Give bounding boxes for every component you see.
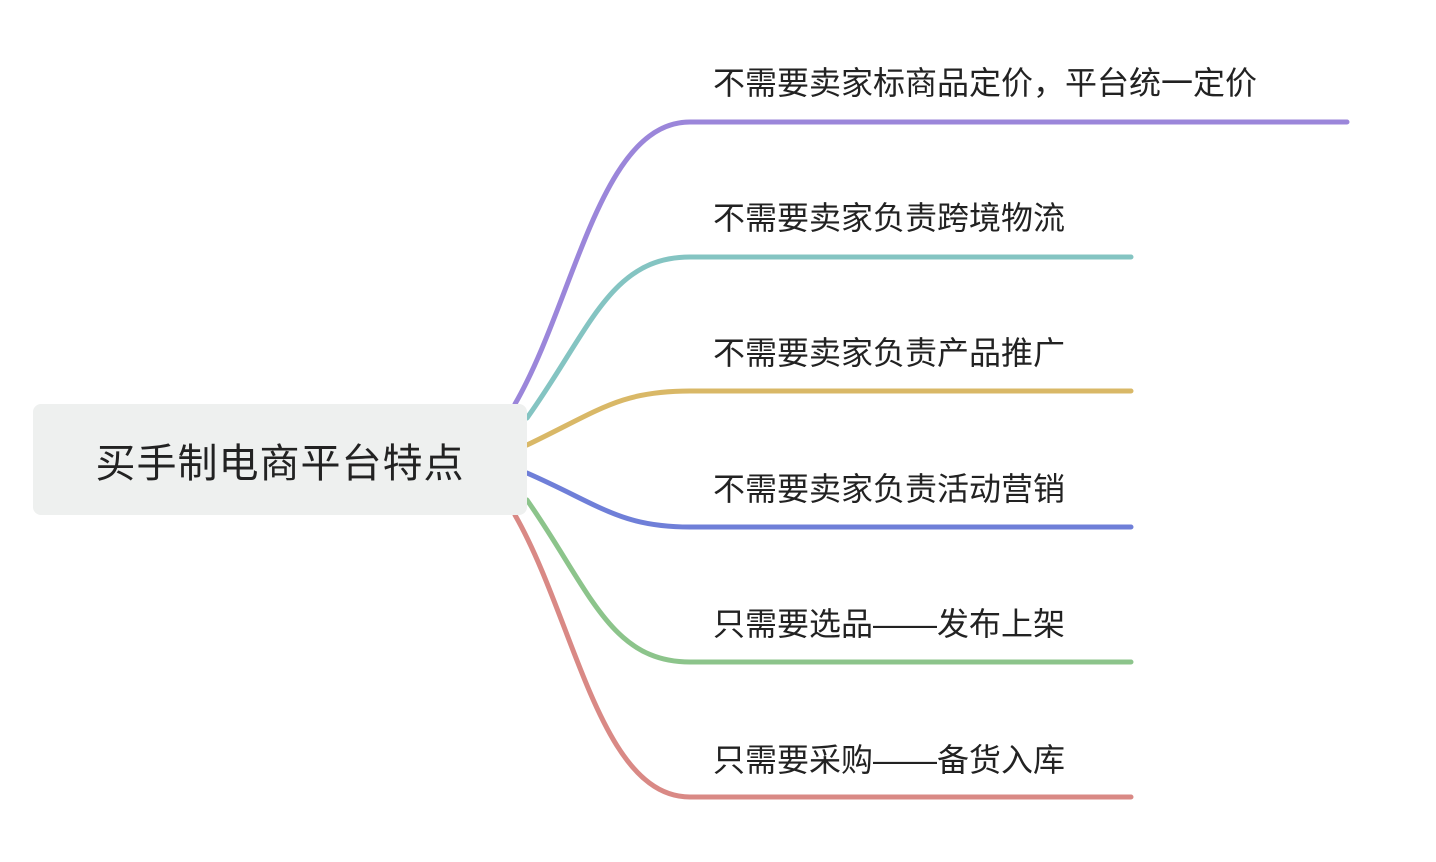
branch-node-1[interactable]: 不需要卖家负责跨境物流	[713, 200, 1066, 236]
branch-line-5	[512, 512, 1134, 800]
branch-node-4[interactable]: 只需要选品——发布上架	[713, 606, 1066, 642]
branch-node-2[interactable]: 不需要卖家负责产品推广	[713, 335, 1066, 371]
branch-node-3[interactable]: 不需要卖家负责活动营销	[713, 471, 1066, 507]
branch-line-1	[524, 254, 1134, 421]
branch-node-0[interactable]: 不需要卖家标商品定价，平台统一定价	[713, 65, 1258, 101]
root-node[interactable]: 买手制电商平台特点	[33, 404, 527, 515]
branch-line-2	[524, 388, 1134, 448]
branch-node-5[interactable]: 只需要采购——备货入库	[713, 742, 1066, 778]
branch-line-3	[524, 470, 1134, 530]
branch-line-0	[512, 119, 1350, 407]
branch-line-4	[524, 497, 1134, 665]
root-label: 买手制电商平台特点	[95, 441, 465, 486]
